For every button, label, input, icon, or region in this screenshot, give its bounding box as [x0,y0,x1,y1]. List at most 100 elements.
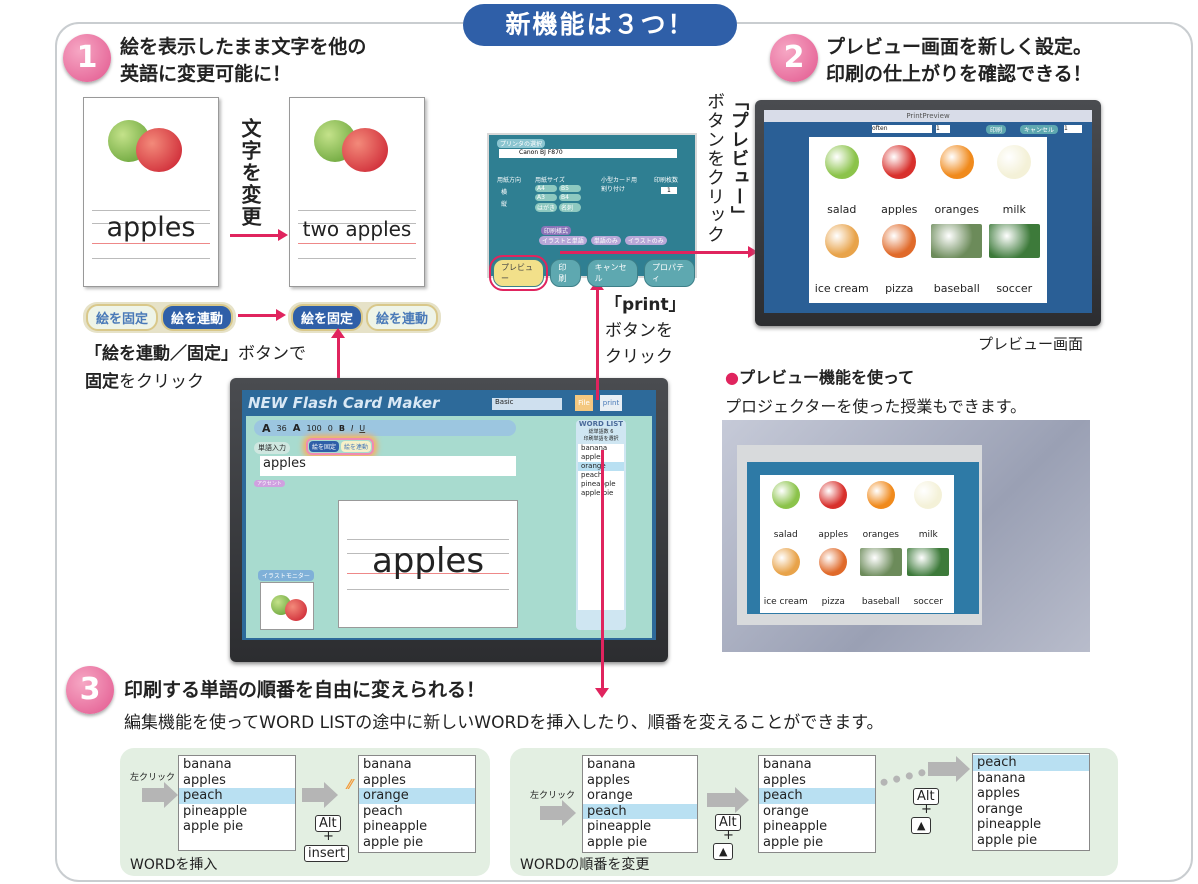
list-item[interactable]: apple pie [763,834,824,850]
preview-item-label: ice cream [814,282,869,295]
section-2-title-line2: 印刷の仕上がりを確認できる！ [826,63,1092,85]
list-item[interactable]: apples [183,772,226,788]
accent-button[interactable]: アクセント [254,480,285,487]
list-item[interactable]: pineapple [587,819,652,835]
list-item[interactable]: banana [581,444,608,452]
cancel-button[interactable]: キャンセル [586,259,639,287]
copies-input[interactable]: 1 [661,187,677,194]
arrow-right [230,229,288,241]
gray-arrow [928,756,970,782]
preview-item: baseball [857,544,905,611]
list-item[interactable]: apples [581,453,605,461]
preview-button[interactable]: プレビュー [488,255,549,291]
up-arrow-key: ▲ [911,817,932,834]
section-1-title-line2: 英語に変更可能に！ [120,63,292,85]
list-item[interactable]: peach [759,788,875,804]
preview-item: ice cream [762,544,810,611]
print-button[interactable]: print [600,395,622,411]
list-item[interactable]: apple pie [363,834,424,850]
preview-cancel-button[interactable]: キャンセル [1020,125,1059,134]
soccer-image [907,548,950,576]
list-item[interactable]: peach [583,803,697,820]
fix-link-toggle: 絵を固定 絵を連動 [306,438,375,455]
fix-picture-button[interactable]: 絵を固定 [291,304,364,331]
list-item[interactable]: peach [179,788,295,804]
preview-instruction-line2: ボタンをクリック [704,92,725,244]
print-style-label: 印刷様式 [541,226,572,235]
file-button[interactable]: File [575,395,593,411]
paper-size-option[interactable]: B4 [559,194,581,201]
paper-size-option[interactable]: B5 [559,185,581,192]
bold-button[interactable]: B [338,423,345,433]
orientation-landscape[interactable]: 横 [501,189,508,196]
link-picture-button[interactable]: 絵を連動 [366,304,439,331]
ice-cream-image [771,548,800,576]
list-item[interactable]: apples [587,772,630,788]
style-select[interactable]: Basic [492,398,562,410]
feature-desc: プロジェクターを使った授業もできます。 [725,397,1027,416]
list-item[interactable]: apple pie [587,834,648,850]
properties-button[interactable]: プロパティ [644,259,696,287]
print-style-option[interactable]: イラストと単語 [539,236,587,245]
list-item[interactable]: apple pie [977,832,1038,848]
list-item[interactable]: orange [977,801,1023,817]
print-style-option[interactable]: イラストのみ [624,236,667,245]
paper-size-option[interactable]: 名刺 [559,203,581,212]
zoom-value[interactable]: 100 [306,423,322,433]
orientation-portrait[interactable]: 縦 [501,201,508,208]
preview-toolbar-input[interactable]: often [872,125,932,133]
link-picture-button[interactable]: 絵を連動 [341,441,372,452]
list-item[interactable]: banana [763,757,812,772]
preview-page-input[interactable]: 1 [1064,125,1082,133]
preview-toolbar-num[interactable]: 1 [936,125,950,133]
section-1-caption: 「絵を連動／固定」ボタンで 固定をクリック [85,340,306,396]
list-item[interactable]: pineapple [183,803,248,819]
list-item[interactable]: banana [363,757,412,772]
list-item[interactable]: pineapple [363,819,428,835]
fix-picture-button[interactable]: 絵を固定 [86,304,159,331]
list-item[interactable]: apples [363,772,406,788]
card-before: apples [83,97,219,287]
list-item[interactable]: pineapple [977,817,1042,833]
list-item[interactable]: orange [587,788,633,804]
arrow-right [238,309,286,321]
preview-item: soccer [986,220,1044,299]
italic-button[interactable]: I [350,423,354,433]
list-item[interactable]: pineapple [581,480,616,488]
list-item[interactable]: orange [763,803,809,819]
list-item[interactable]: apple pie [183,819,244,835]
list-item[interactable]: pineapple [763,819,828,835]
paper-size-option[interactable]: A3 [535,194,557,201]
list-item[interactable]: orange [359,788,475,804]
word-input[interactable]: apples [260,456,516,476]
list-item[interactable]: apple pie [581,489,614,497]
print-dialog-print-button[interactable]: 印刷 [550,259,581,287]
list-item[interactable]: peach [581,471,603,479]
list-item[interactable]: banana [183,757,232,772]
list-item[interactable]: apples [977,786,1020,802]
printer-select[interactable]: Canon BJ F870 [499,149,677,158]
fix-picture-button[interactable]: 絵を固定 [309,441,340,452]
link-picture-button[interactable]: 絵を連動 [161,304,234,331]
paper-size-option[interactable]: はがき [535,203,557,212]
print-style-option[interactable]: 単語のみ [590,236,621,245]
list-item[interactable]: apples [763,772,806,788]
list-item[interactable]: banana [977,770,1026,786]
paper-size-option[interactable]: A4 [535,185,557,192]
preview-item-label: oranges [934,203,979,216]
underline-button[interactable]: U [359,423,366,433]
list-item[interactable]: banana [587,757,636,772]
list-item[interactable]: peach [973,755,1089,771]
font-size-value[interactable]: 36 [276,423,287,433]
preview-print-button[interactable]: 印刷 [986,125,1007,134]
list-item[interactable]: peach [363,803,403,819]
spacing-value[interactable]: 0 [327,423,333,433]
